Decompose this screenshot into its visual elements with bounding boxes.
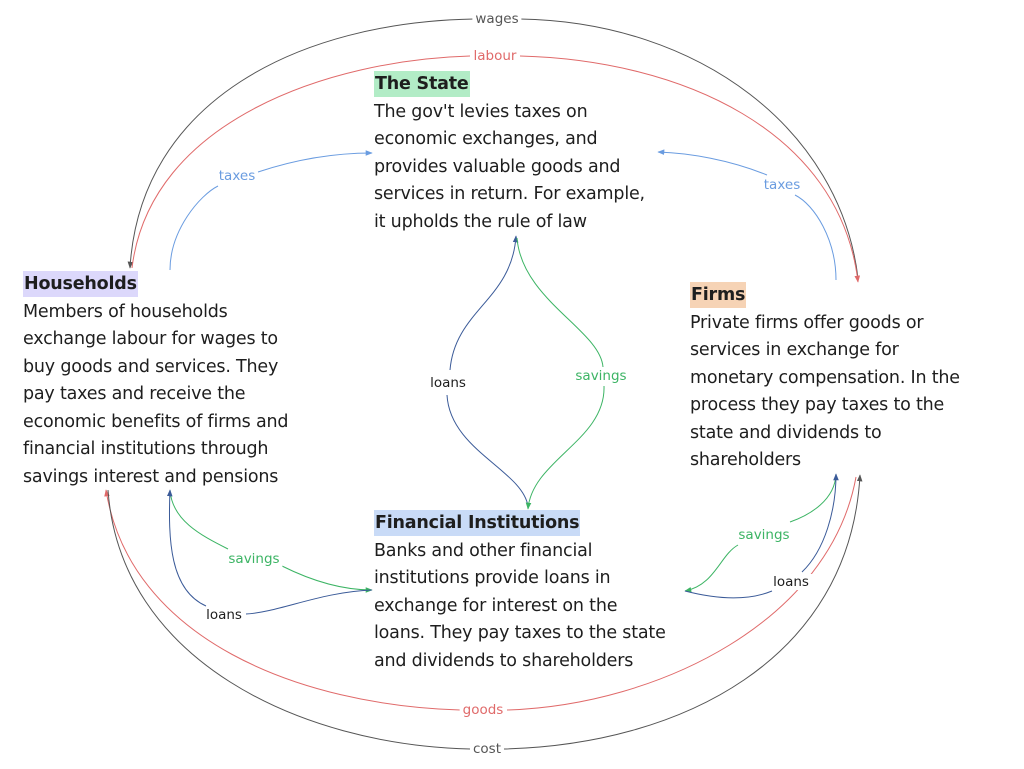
node-title-households: Households (23, 271, 138, 297)
node-financial-institutions[interactable]: Financial Institutions Banks and other f… (374, 510, 694, 675)
edge-taxes-firms[interactable] (658, 152, 837, 281)
edge-label-taxes-firms: taxes (760, 177, 804, 193)
node-body-firms: Private firms offer goods or services in… (690, 312, 960, 471)
node-households[interactable]: Households Members of households exchang… (23, 271, 323, 491)
edge-label-loans-households: loans (203, 607, 245, 623)
edge-goods[interactable] (106, 476, 857, 711)
node-title-financial-institutions: Financial Institutions (374, 510, 581, 536)
node-body-households: Members of households exchange labour fo… (23, 301, 289, 487)
edge-label-wages: wages (472, 11, 522, 27)
edge-savings-households[interactable] (169, 489, 372, 590)
node-title-the-state: The State (374, 71, 470, 97)
edge-label-taxes-households: taxes (215, 168, 259, 184)
edge-savings-state[interactable] (516, 237, 605, 509)
edge-labour[interactable] (131, 55, 858, 282)
edge-label-loans-state: loans (427, 375, 469, 391)
edge-loans-firms[interactable] (684, 474, 836, 599)
edge-cost[interactable] (107, 475, 860, 750)
edge-loans-state[interactable] (446, 236, 529, 507)
node-the-state[interactable]: The State The gov't levies taxes on econ… (374, 71, 674, 236)
edge-loans-households[interactable] (169, 490, 373, 615)
edge-label-loans-firms: loans (770, 574, 812, 590)
edge-label-savings-households: savings (225, 551, 283, 567)
edge-taxes-households[interactable] (169, 153, 372, 271)
edge-label-savings-state: savings (572, 368, 630, 384)
edge-wages[interactable] (130, 18, 859, 279)
edge-label-savings-firms: savings (735, 527, 793, 543)
node-body-financial-institutions: Banks and other financial institutions p… (374, 540, 666, 671)
edge-label-cost: cost (469, 741, 505, 757)
node-firms[interactable]: Firms Private firms offer goods or servi… (690, 282, 990, 475)
edge-label-labour: labour (470, 48, 520, 64)
edge-label-goods: goods (459, 702, 507, 718)
node-body-the-state: The gov't levies taxes on economic excha… (374, 101, 645, 232)
node-title-firms: Firms (690, 282, 747, 308)
